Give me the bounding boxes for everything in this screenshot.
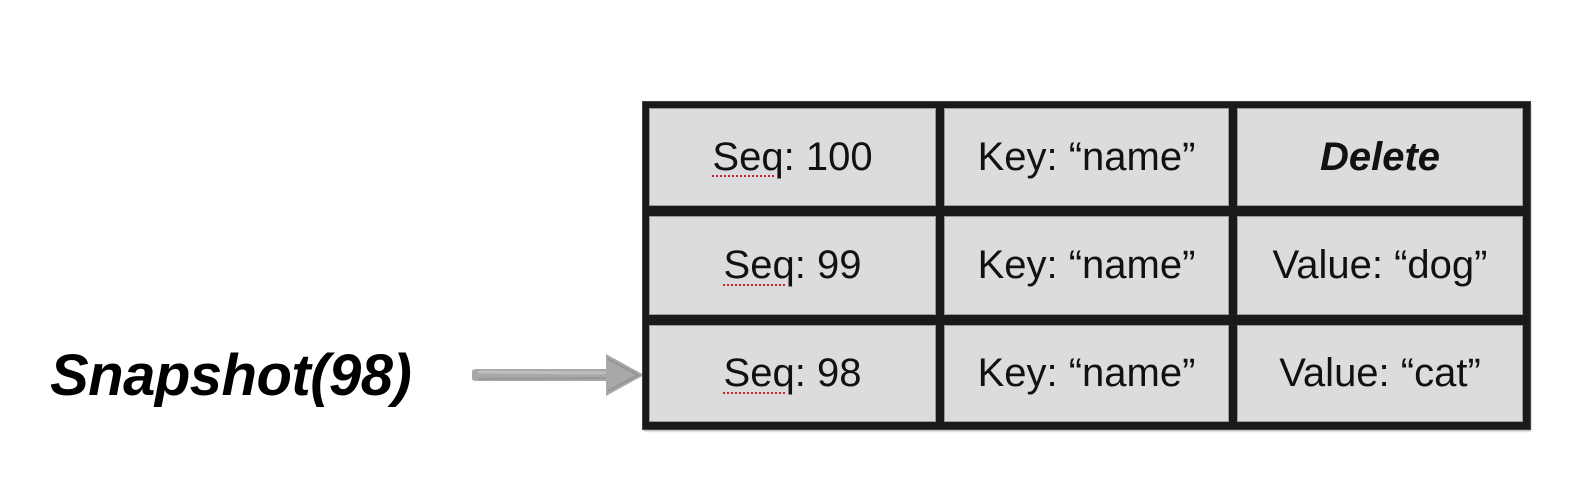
seq-cell: Seq: 100 xyxy=(649,108,936,206)
entry-table: Seq: 100 Key: “name” Delete Seq: 99 Key:… xyxy=(643,102,1530,429)
seq-word: Seq xyxy=(723,243,795,287)
key-cell: Key: “name” xyxy=(944,216,1229,315)
seq-word: Seq xyxy=(712,134,784,179)
arrow-icon xyxy=(472,354,644,396)
value-cell: Value: “dog” xyxy=(1237,216,1523,315)
key-cell: Key: “name” xyxy=(944,108,1229,206)
key-cell: Key: “name” xyxy=(944,325,1229,422)
seq-cell: Seq: 99 xyxy=(649,216,936,315)
seq-cell: Seq: 98 xyxy=(649,325,936,422)
snapshot-label: Snapshot(98) xyxy=(50,343,412,408)
seq-word: Seq xyxy=(723,351,795,395)
value-cell: Value: “cat” xyxy=(1237,325,1523,422)
seq-value: : 100 xyxy=(783,134,873,179)
delete-marker-cell: Delete xyxy=(1237,108,1523,206)
seq-value: : 99 xyxy=(794,243,862,287)
seq-value: : 98 xyxy=(794,351,862,395)
